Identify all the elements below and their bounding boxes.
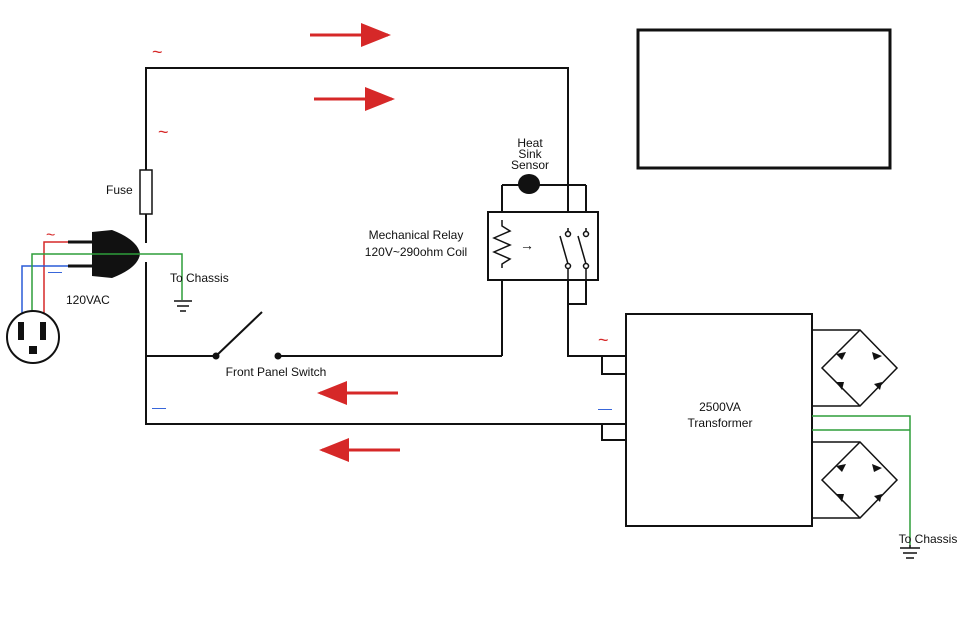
chassis-ground-right-icon (900, 545, 920, 559)
heat-sink-label-line1: Heat (517, 136, 543, 150)
mains-label: 120VAC (66, 293, 110, 307)
heat-sink-sensor-icon (518, 174, 540, 194)
ground-wire (31, 253, 183, 352)
neutral-symbol-plug: — (48, 263, 62, 279)
relay-label-line2: 120V~290ohm Coil (365, 245, 467, 259)
ac-symbol-transformer: ~ (598, 330, 609, 350)
chassis-wire-right (812, 415, 911, 545)
empty-panel-box (636, 28, 892, 170)
wall-outlet-icon (6, 310, 60, 364)
chassis-right-label: To Chassis (899, 532, 958, 546)
current-flow-arrows (310, 23, 400, 462)
mechanical-relay-symbol (487, 211, 599, 281)
transformer-label-line1: 2500VA (699, 400, 741, 414)
relay-arrow-icon: → (520, 237, 534, 253)
fuse-symbol (139, 169, 153, 215)
ac-symbol-plug: ~ (46, 227, 55, 244)
chassis-ground-left-icon (174, 300, 192, 312)
bridge-rectifier-top-icon (836, 352, 882, 390)
neutral-symbol-right: — (598, 400, 612, 416)
ac-symbol-mid: ~ (158, 122, 169, 142)
front-panel-switch-symbol (212, 311, 282, 360)
circuit-wires (145, 67, 626, 441)
ac-symbol-top: ~ (152, 42, 163, 62)
transformer-output-wires (812, 329, 899, 519)
chassis-left-label: To Chassis (170, 271, 229, 285)
switch-label: Front Panel Switch (226, 365, 327, 379)
neutral-symbol-left: — (152, 399, 166, 415)
transformer-label-line2: Transformer (688, 416, 753, 430)
relay-label-line1: Mechanical Relay (369, 228, 464, 242)
transformer-box (625, 313, 813, 527)
fuse-label: Fuse (106, 183, 133, 197)
hot-wire (43, 241, 68, 340)
heat-sink-label-line3: Sensor (511, 158, 549, 172)
heat-sink-label-line2: Sink (518, 147, 542, 161)
bridge-rectifier-bottom-icon (836, 464, 882, 502)
